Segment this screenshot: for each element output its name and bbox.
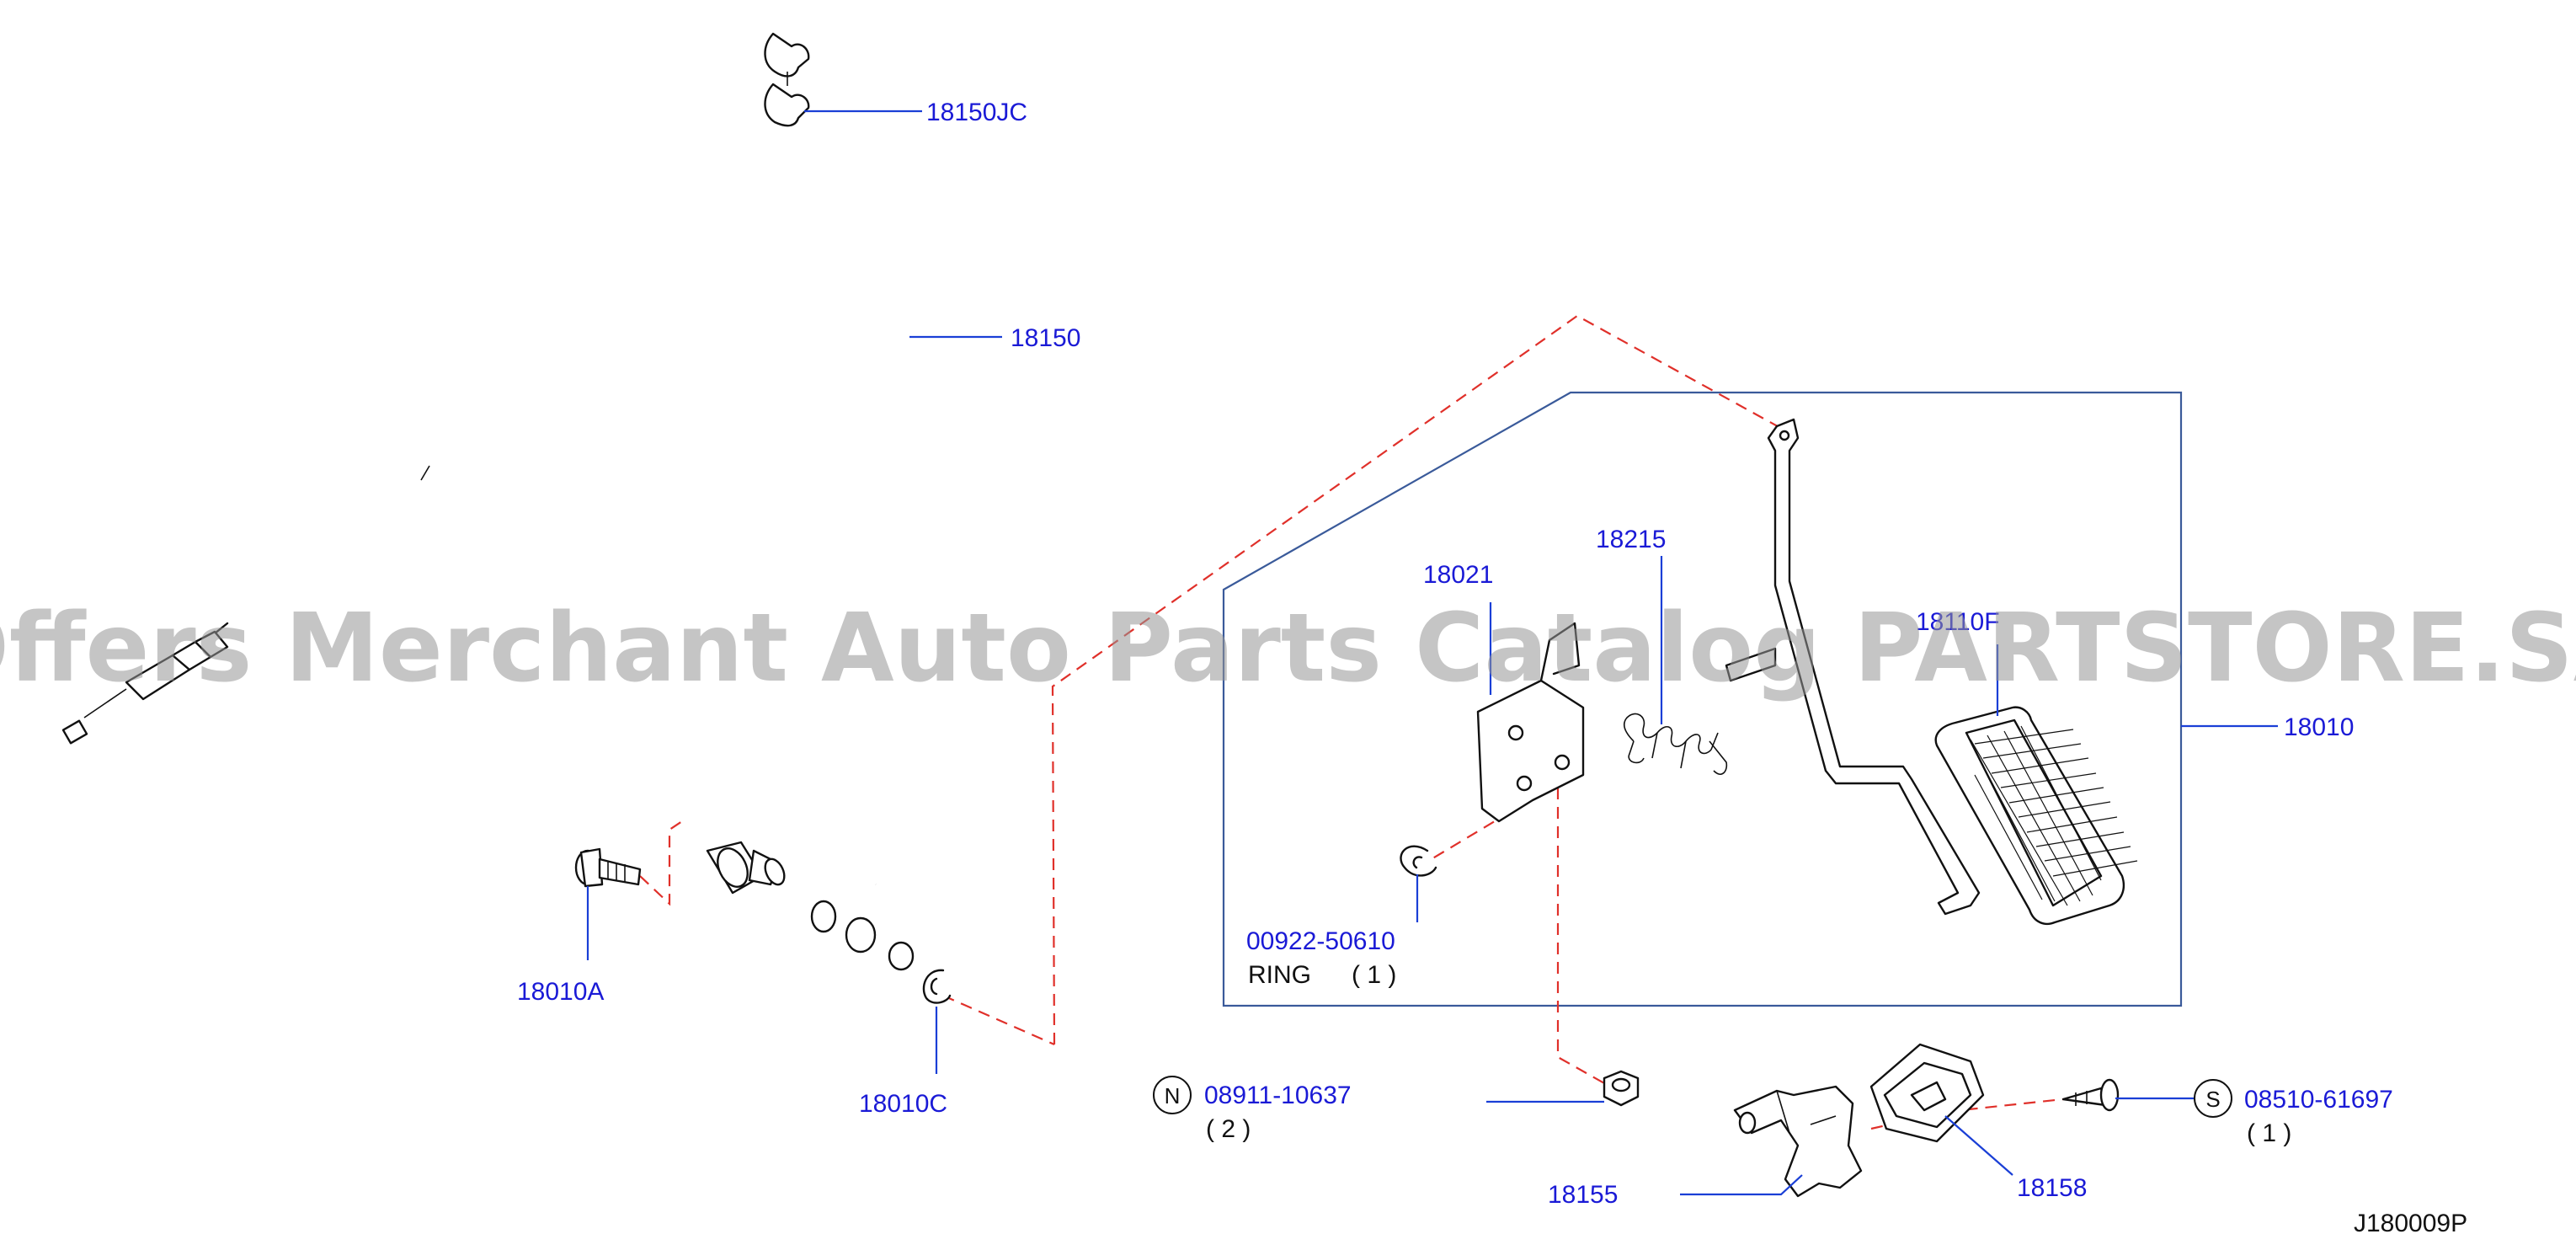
cable-right-end bbox=[706, 841, 786, 895]
label-08510-qty: ( 1 ) bbox=[2247, 1119, 2291, 1147]
label-18010C: 18010C bbox=[859, 1090, 947, 1118]
stopper-bracket bbox=[1733, 1085, 1863, 1198]
washer bbox=[922, 969, 952, 1004]
pedal-pad-grid bbox=[1970, 725, 2138, 906]
label-18021: 18021 bbox=[1423, 561, 1493, 589]
nut bbox=[1603, 1070, 1640, 1107]
label-18110F: 18110F bbox=[1916, 608, 2000, 636]
label-08911-10637: 08911-10637 bbox=[1204, 1082, 1352, 1109]
label-18158: 18158 bbox=[2017, 1174, 2087, 1202]
dashed-line-bolt bbox=[639, 820, 683, 906]
screw bbox=[2061, 1078, 2120, 1112]
bushings bbox=[810, 900, 915, 971]
label-ring-qty: ( 1 ) bbox=[1352, 961, 1396, 989]
dashed-line-washer bbox=[942, 994, 1055, 1046]
cable-left-end bbox=[61, 622, 229, 745]
symbol-s-marker: S bbox=[2194, 1079, 2232, 1118]
stopper bbox=[1869, 1043, 1985, 1143]
label-18150JC: 18150JC bbox=[926, 99, 1027, 126]
label-18010A: 18010A bbox=[517, 978, 604, 1006]
label-08510-61697: 08510-61697 bbox=[2244, 1086, 2393, 1114]
label-ring-name: RING bbox=[1248, 961, 1311, 989]
svg-text:S: S bbox=[2205, 1087, 2220, 1112]
pedal-arm bbox=[1725, 418, 1981, 916]
bolt bbox=[574, 847, 642, 888]
svg-text:N: N bbox=[1165, 1083, 1181, 1108]
pedal-bracket bbox=[1476, 622, 1585, 823]
label-18215: 18215 bbox=[1596, 526, 1666, 553]
pedal-pad bbox=[1934, 706, 2138, 926]
assembly-frame bbox=[1222, 391, 2183, 1007]
label-18155: 18155 bbox=[1548, 1181, 1618, 1209]
label-08911-qty: ( 2 ) bbox=[1206, 1115, 1251, 1143]
label-00922-50610: 00922-50610 bbox=[1246, 927, 1395, 955]
dashed-line-cable-to-pedal bbox=[1051, 314, 1784, 1045]
symbol-n-marker: N bbox=[1153, 1076, 1192, 1114]
label-18010: 18010 bbox=[2284, 713, 2354, 741]
return-spring bbox=[1624, 713, 1728, 775]
watermark: Offers Merchant Auto Parts Catalog PARTS… bbox=[0, 594, 2576, 703]
leader-lines bbox=[586, 110, 2278, 1196]
label-18150: 18150 bbox=[1011, 324, 1080, 352]
snap-ring bbox=[1400, 845, 1437, 877]
cable-clip bbox=[764, 32, 810, 127]
reference-code: J180009P bbox=[2354, 1210, 2467, 1237]
dashed-line-nut bbox=[1556, 788, 1626, 1096]
accelerator-cable bbox=[61, 153, 921, 895]
